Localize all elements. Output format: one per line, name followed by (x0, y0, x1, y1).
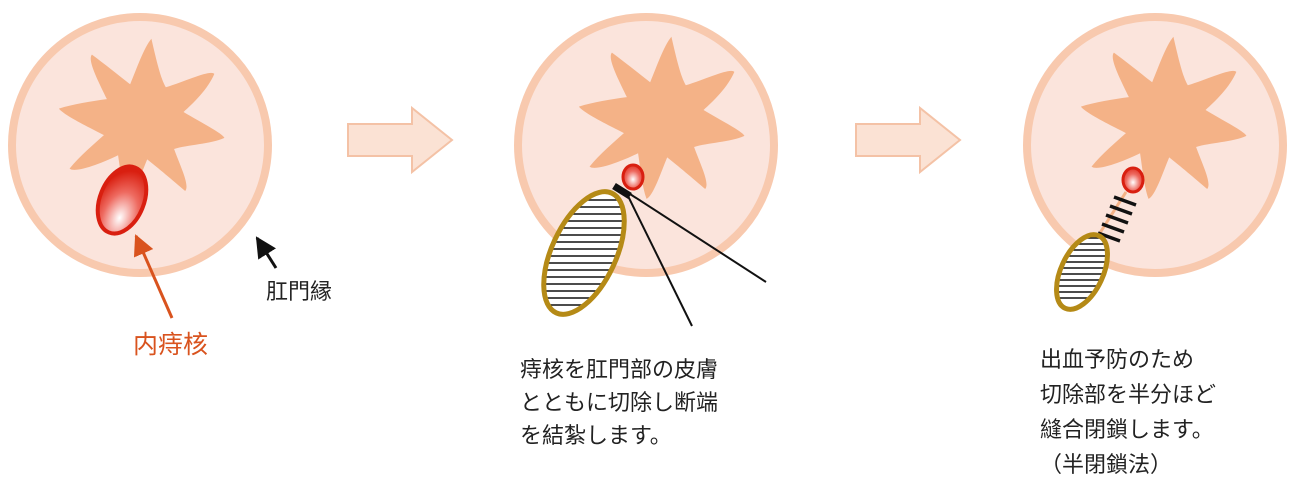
panel-1-anus (8, 13, 278, 319)
sutures (1097, 195, 1137, 243)
panel-3-semi-closed (1023, 13, 1287, 312)
step-2-line: を結紮します。 (520, 424, 672, 449)
right-block-arrow-2 (855, 105, 962, 175)
ligated-hemorrhoid-stump (621, 163, 645, 191)
step-2-line: 痔核を肛門部の皮膚 (520, 358, 719, 383)
step-3-line: （半閉鎖法） (1040, 453, 1173, 478)
right-block-arrow-1 (347, 105, 454, 175)
incision-line-2 (629, 193, 767, 283)
mucosa-star (578, 36, 745, 199)
anal-verge-pointer-arrow (255, 236, 278, 269)
mucosa-star (1080, 36, 1247, 199)
panel-2-excision (514, 13, 778, 327)
incision-line-1 (627, 195, 693, 327)
ligated-hemorrhoid-stump (1121, 166, 1145, 194)
step-2-line: とともに切除し断端 (520, 391, 719, 416)
step-3-line: 出血予防のため (1040, 348, 1195, 373)
hemorrhoid-label: 内痔核 (133, 330, 209, 359)
internal-hemorrhoid (95, 164, 149, 236)
ligature-band (612, 183, 632, 199)
anal-verge-label: 肛門縁 (266, 280, 333, 305)
step-2-caption: 痔核を肛門部の皮膚 とともに切除し断端 を結紮します。 (520, 354, 718, 453)
step-3-line: 縫合閉鎖します。 (1040, 418, 1214, 443)
mucosa-star (58, 38, 225, 201)
hemorrhoid-pointer-arrow (133, 234, 174, 319)
step-3-caption: 出血予防のため 切除部を半分ほど 縫合閉鎖します。 （半閉鎖法） (1040, 343, 1216, 483)
step-3-line: 切除部を半分ほど (1040, 383, 1217, 408)
